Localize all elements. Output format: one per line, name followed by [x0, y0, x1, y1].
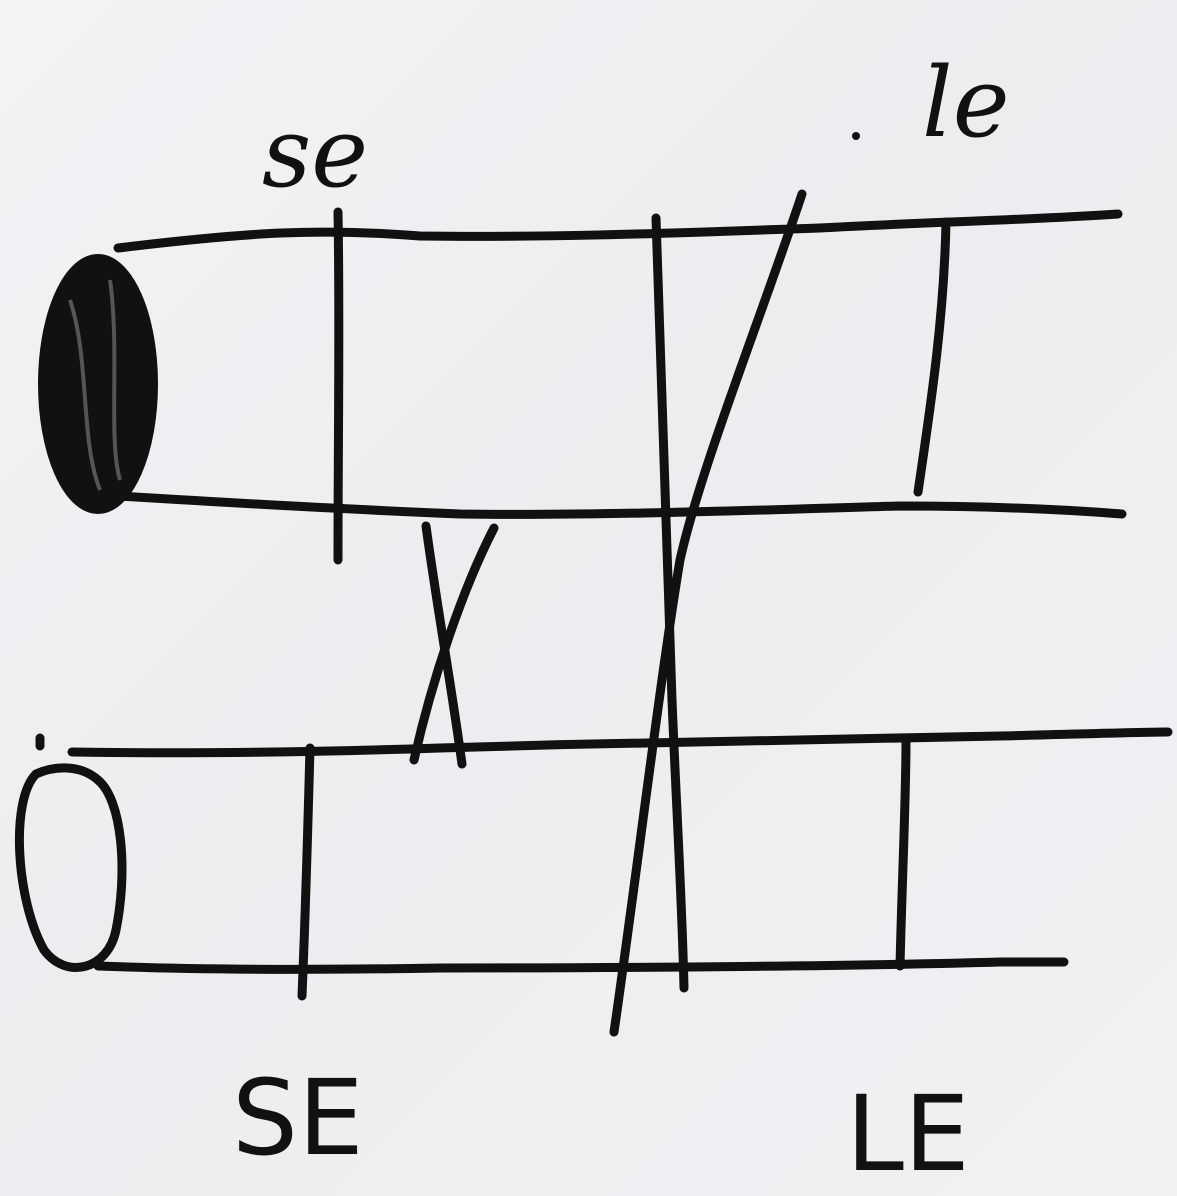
- cross-strand-long-b: [614, 194, 802, 1032]
- label-bottom-right: LE: [846, 1073, 970, 1195]
- ink-speck: [852, 132, 860, 140]
- bottom-strand-open-end: [19, 768, 122, 968]
- bottom-strand-lower-line: [98, 962, 1064, 969]
- top-strand: [42, 212, 1122, 560]
- top-strand-lower-line: [118, 496, 1122, 514]
- bottom-strand: [19, 732, 1168, 996]
- crossover-strands: [414, 194, 802, 1032]
- label-top-right: le: [922, 47, 1010, 159]
- label-top-left: se: [262, 97, 368, 209]
- top-strand-upper-line: [118, 214, 1118, 248]
- label-bottom-left: SE: [232, 1057, 364, 1179]
- top-strand-filled-end: [42, 258, 154, 510]
- bottom-rung-le: [900, 740, 906, 966]
- top-rung-se: [338, 212, 339, 560]
- bottom-rung-se: [302, 748, 310, 996]
- bottom-strand-upper-line: [72, 732, 1168, 753]
- top-rung-le: [918, 222, 946, 492]
